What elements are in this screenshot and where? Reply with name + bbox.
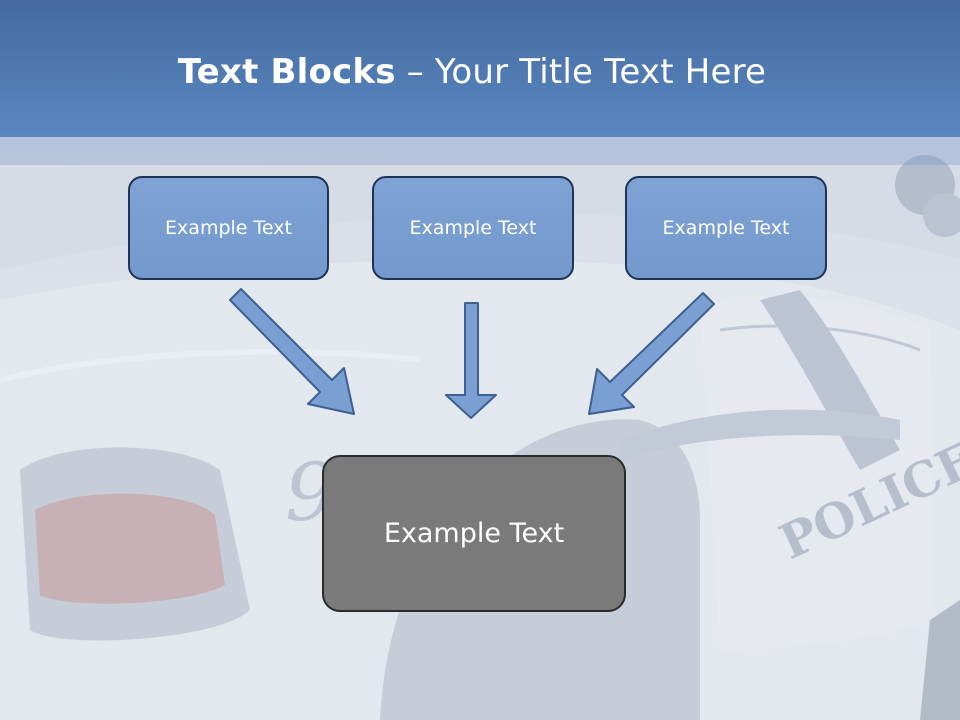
title-bar-band (0, 137, 960, 165)
title-bar (0, 0, 960, 137)
arrow-right-icon (588, 292, 715, 415)
text-block-3-label: Example Text (662, 217, 790, 239)
result-block-label: Example Text (383, 518, 565, 549)
slide-title: Text Blocks – Your Title Text Here (0, 52, 944, 92)
arrow-center-icon (445, 302, 497, 419)
arrow-left-icon (229, 288, 355, 415)
title-bold: Text Blocks (177, 52, 396, 92)
title-dash: – (395, 52, 435, 92)
text-block-2-label: Example Text (409, 217, 537, 239)
result-block[interactable]: Example Text (322, 455, 626, 612)
text-block-2[interactable]: Example Text (372, 176, 574, 280)
title-rest: Your Title Text Here (434, 52, 767, 92)
text-block-1[interactable]: Example Text (128, 176, 329, 280)
text-block-1-label: Example Text (165, 217, 292, 239)
text-block-3[interactable]: Example Text (625, 176, 827, 280)
